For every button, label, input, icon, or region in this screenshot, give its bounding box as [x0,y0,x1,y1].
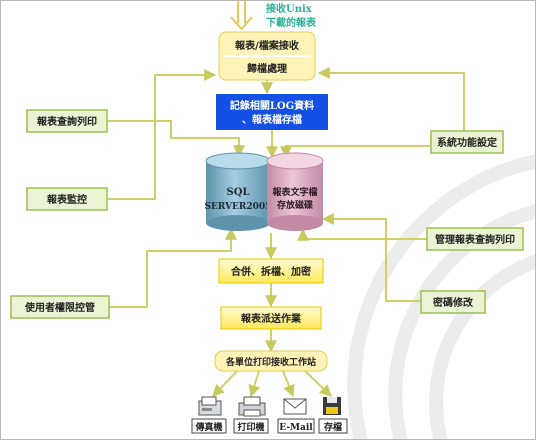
incoming-label-line2: 下載的報表 [266,16,317,29]
dispatch-label: 報表派送作業 [241,312,302,325]
password-label: 密碼修改 [433,296,474,309]
merge-process-box: 合併、拆檔、加密 [218,258,324,284]
mgmt-query-label: 管理報表查詢列印 [435,233,515,246]
system-settings-label: 系統功能設定 [437,136,497,149]
monitor-box: 報表監控 [26,187,108,211]
query-print-label: 報表查詢列印 [37,115,97,128]
fax-label: 傳真機 [194,421,222,433]
archive-output-label: 存檔 [324,421,342,433]
system-settings-box: 系統功能設定 [430,130,504,154]
stations-label: 各單位打印接收工作站 [225,356,316,368]
log-label-line1: 記錄相關LOG資料 [230,99,314,112]
storage-label-line1: 報表文字檔 [272,186,317,198]
log-label-line2: 、報表檔存檔 [242,113,302,126]
report-storage-disk: 報表文字檔 存放磁碟 [266,152,324,231]
query-print-box: 報表查詢列印 [26,109,108,133]
floppy-disk-icon [323,397,341,415]
sql-server-database: SQL SERVER2005 [205,152,272,231]
user-permission-box: 使用者權限控管 [10,295,110,319]
printer-icon [238,396,266,417]
sql-label-line2: SERVER2005 [205,202,272,212]
receive-archive-box: 報表/檔案接收 歸檔處理 [218,31,316,81]
archive-label: 歸檔處理 [247,62,287,75]
dispatch-process-box: 報表派送作業 [220,306,322,330]
printer-label: 打印機 [237,421,264,433]
log-storage-box: 記錄相關LOG資料 、報表檔存檔 [216,94,328,130]
stations-box: 各單位打印接收工作站 [214,350,328,372]
receive-label: 報表/檔案接收 [235,39,299,52]
email-icon [283,398,307,415]
sql-label-line1: SQL [227,187,250,198]
password-box: 密碼修改 [420,290,486,314]
connectors [107,67,465,398]
merge-label: 合併、拆檔、加密 [230,265,311,278]
monitor-label: 報表監控 [47,193,87,206]
storage-label-line2: 存放磁碟 [277,199,313,211]
user-permission-label: 使用者權限控管 [24,301,95,314]
fax-icon [198,396,222,416]
email-label: E-Mail [279,423,313,433]
output-labels: 傳真機 打印機 E-Mail 存檔 [191,418,348,434]
mgmt-query-box: 管理報表查詢列印 [426,227,524,251]
incoming-arrows [230,1,253,31]
incoming-label-line1: 接收Unix [266,2,313,15]
